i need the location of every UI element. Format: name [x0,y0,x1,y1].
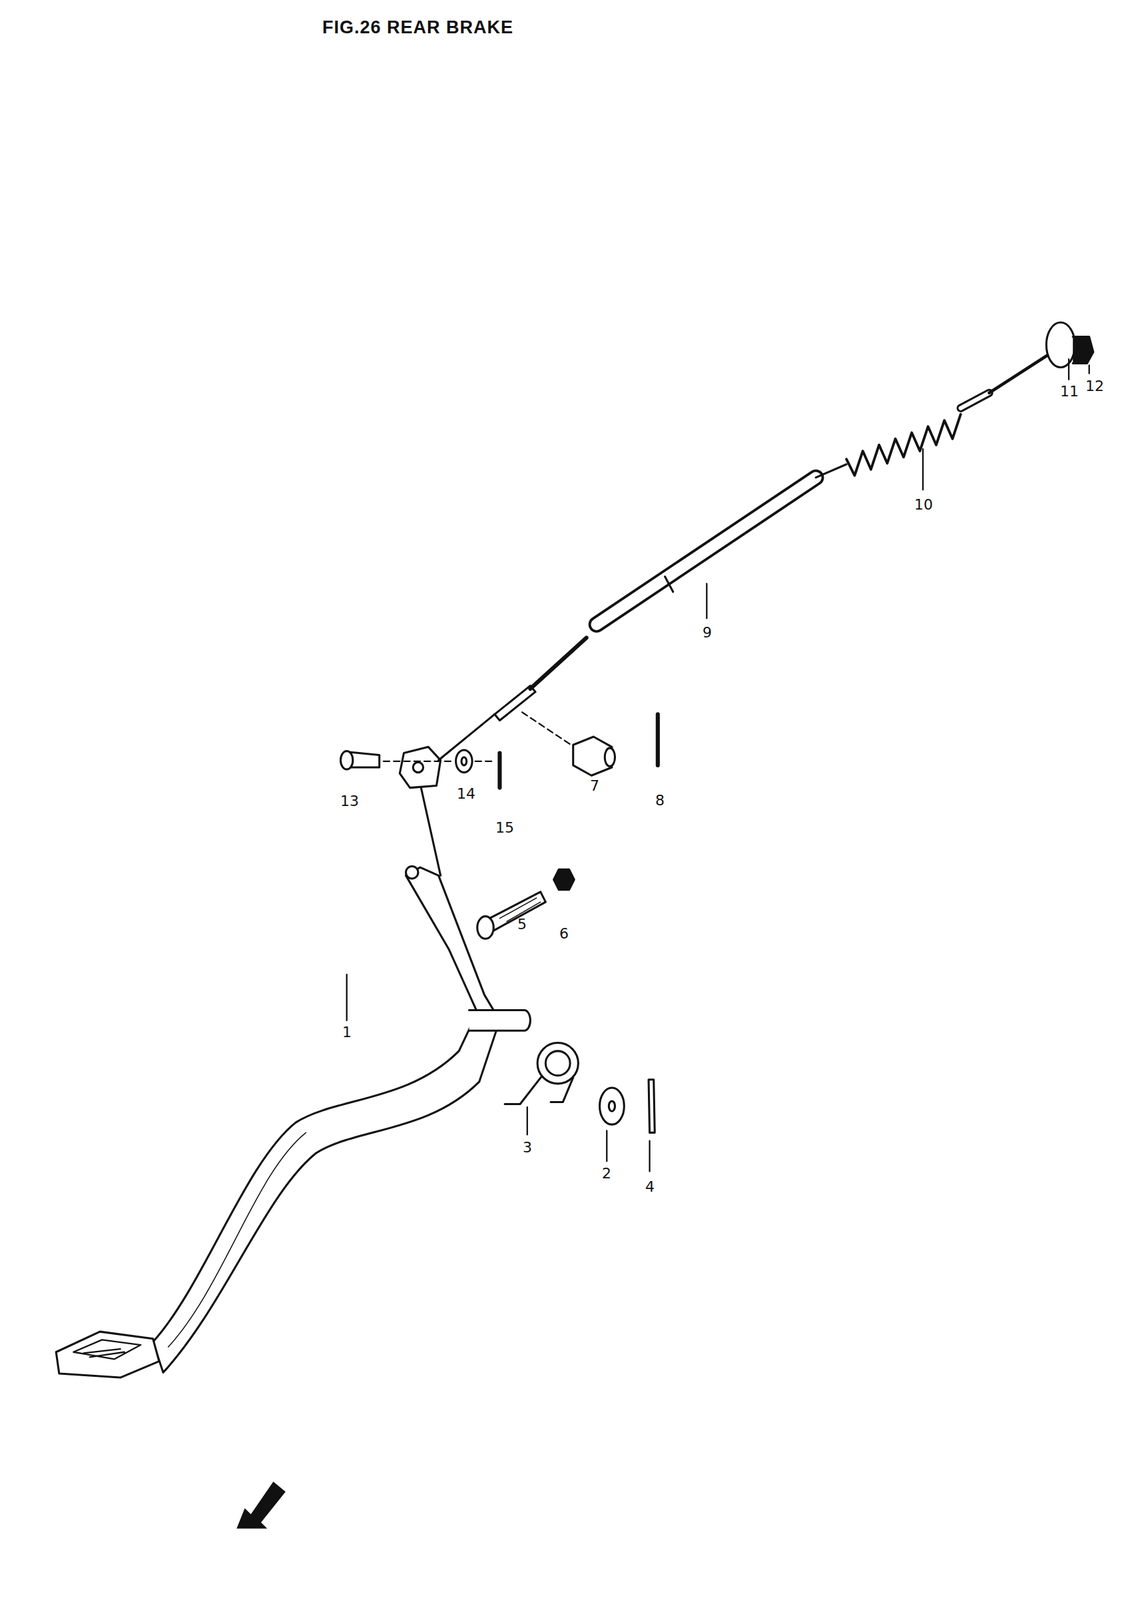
callout-number: 14 [456,786,476,802]
callout-number: 1 [342,1024,352,1040]
callout-number: 15 [495,820,515,836]
callout-number: 12 [1085,378,1105,394]
callout-number: 9 [702,625,712,640]
brake-pedal [153,866,501,1372]
callout-number: 10 [914,497,933,513]
callout-number: 13 [340,793,359,809]
figure-title: FIG.26 REAR BRAKE [322,18,514,37]
callout-number: 4 [645,1179,655,1194]
callout-number: 6 [559,926,569,941]
pivot-shaft [469,1010,531,1031]
callout-number: 8 [655,793,665,808]
callout-number: 2 [601,1165,612,1181]
callout-number: 5 [517,916,527,932]
callout-number: 11 [1060,384,1079,399]
callout-number: 7 [589,778,600,794]
pedal-pad [55,1331,160,1378]
clevis [399,746,441,788]
callout-number: 3 [522,1139,533,1155]
front-arrow [236,1480,286,1528]
